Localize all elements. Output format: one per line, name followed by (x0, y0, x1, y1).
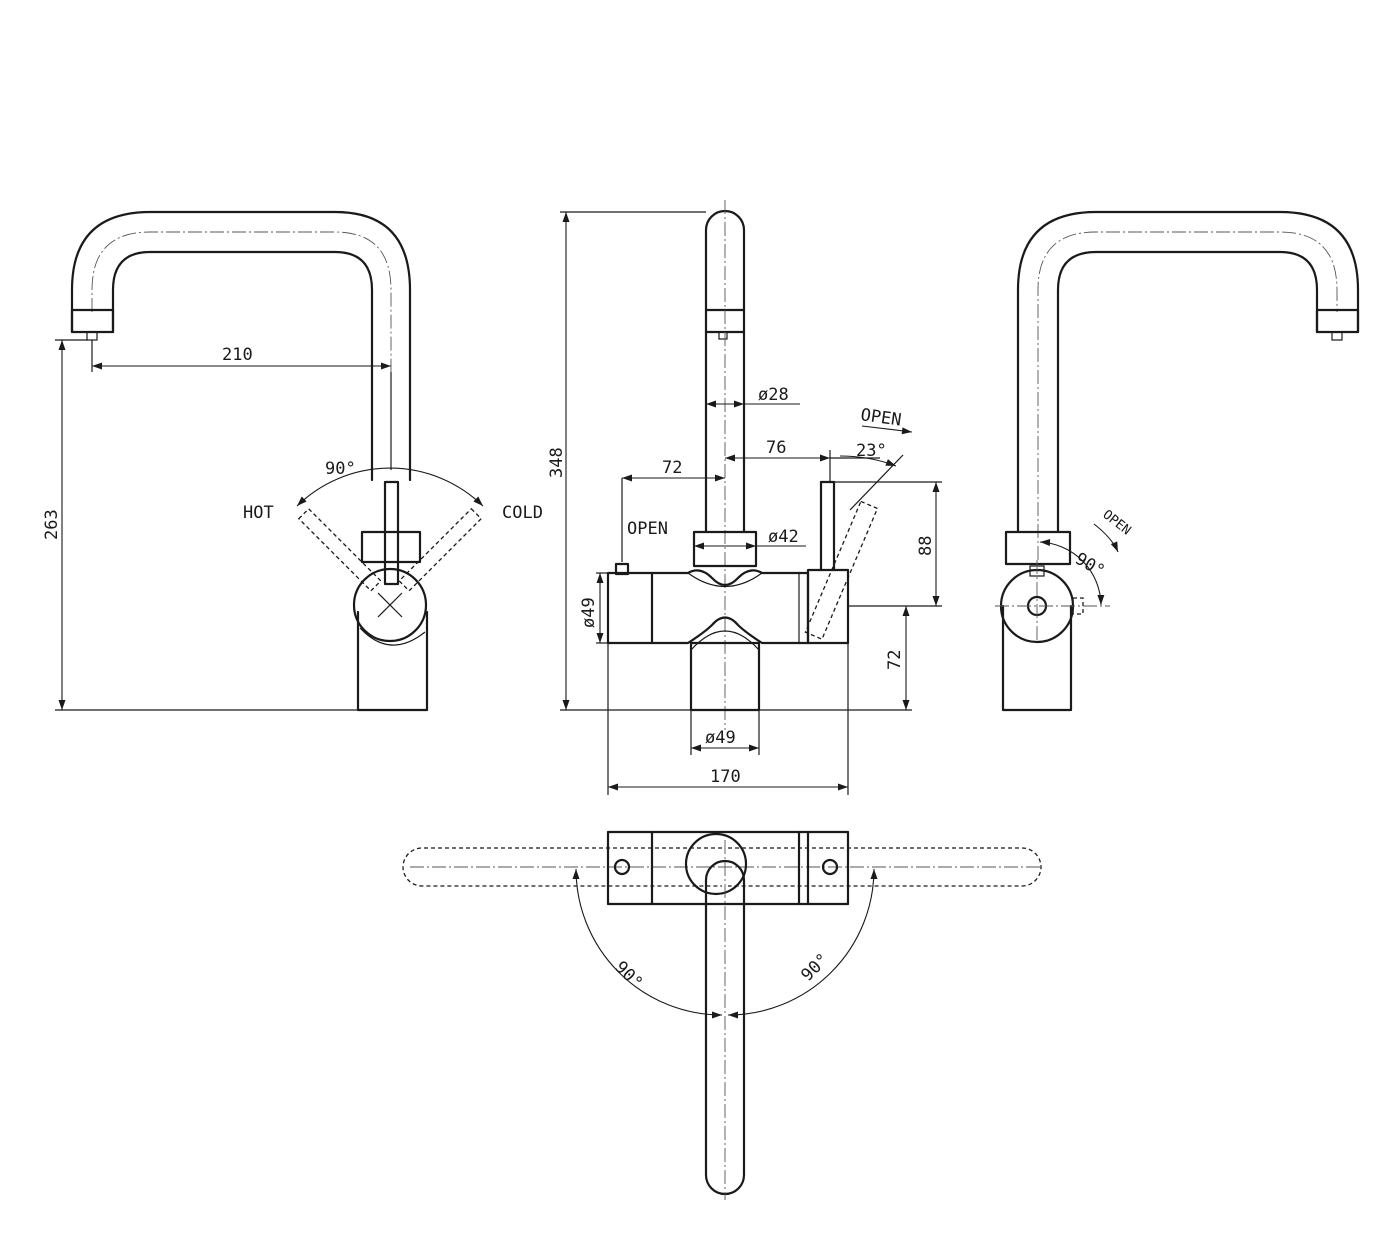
dim-button-offset-label: 72 (662, 458, 682, 478)
left-body-curve (359, 627, 426, 646)
left-neck-collar (360, 530, 422, 564)
right-side-view: 90° OPEN (995, 210, 1360, 712)
left-body-base (356, 610, 429, 712)
dim-neck-diameter-label: ø42 (768, 527, 799, 547)
front-lever-open-position (804, 500, 879, 641)
front-view: 348 ø28 76 23° OPEN 72 OPEN ø42 88 (547, 200, 942, 795)
front-base (689, 641, 761, 712)
dim-spout-diameter-label: ø28 (758, 385, 789, 405)
dim-total-height-label: 348 (547, 447, 567, 478)
front-body (606, 569, 810, 645)
right-aerator (1315, 308, 1360, 334)
right-spout-inner (1056, 250, 1319, 534)
front-lever-collar (806, 568, 850, 645)
dim-body-width-label: 170 (710, 767, 741, 787)
top-spout-right-position (728, 847, 1042, 887)
dim-base-diameter-label: ø49 (705, 728, 736, 748)
left-spout-centerline (91, 231, 392, 470)
left-lever-hot-position (297, 507, 382, 592)
top-body (606, 830, 850, 906)
left-lever (383, 480, 400, 586)
dim-lever-angle-arc (839, 455, 897, 467)
top-view: 90° 90° (402, 830, 1042, 1200)
label-cold: COLD (502, 503, 543, 523)
top-spout-left-position (402, 847, 722, 887)
left-spout-outer (70, 210, 412, 482)
top-angle-right-label: 90° (797, 950, 833, 986)
dim-lever-offset-label: 76 (766, 438, 786, 458)
top-spout (704, 859, 746, 1196)
right-angle-arc (1039, 538, 1105, 606)
top-angle-left-label: 90° (610, 957, 646, 993)
left-angle-label: 90° (325, 459, 356, 479)
right-spout-centerline (1037, 231, 1338, 560)
right-angle-label: 90° (1072, 549, 1109, 582)
top-angle-arc-left (572, 868, 723, 1019)
left-body-cap (352, 567, 428, 643)
dim-base-height-label: 72 (885, 650, 905, 670)
label-hot: HOT (243, 503, 274, 523)
top-angle-arc-right (727, 868, 878, 1019)
left-lever-cold-position (398, 507, 483, 592)
right-body-base (1001, 604, 1073, 712)
left-spout-inner (111, 250, 374, 482)
right-spout-outer (1016, 210, 1360, 534)
left-side-view: 90° HOT COLD 210 263 (42, 210, 543, 712)
left-angle-arc (296, 467, 484, 507)
dim-lever-height-label: 88 (916, 536, 936, 556)
left-aerator-tip (86, 331, 98, 341)
label-open-button: OPEN (627, 519, 668, 539)
dim-reach-label: 210 (222, 345, 253, 365)
dim-height-label: 263 (42, 509, 62, 540)
left-aerator (70, 308, 115, 334)
dim-body-diameter-label: ø49 (579, 597, 599, 628)
front-open-button (614, 562, 630, 576)
dim-lever-angle-label: 23° (856, 441, 887, 461)
